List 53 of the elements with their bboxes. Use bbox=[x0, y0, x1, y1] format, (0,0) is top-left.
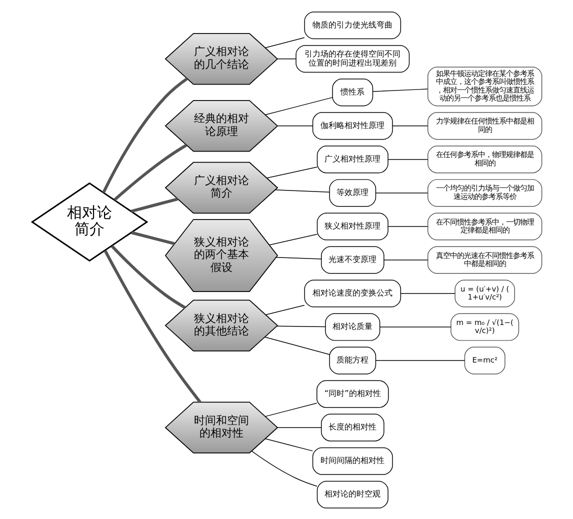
connector bbox=[378, 326, 451, 327]
connector bbox=[264, 96, 332, 115]
connector bbox=[130, 230, 174, 245]
node-box: 质能方程 bbox=[328, 346, 376, 374]
node-box: 真空中的光速在不同惯性参考系中都是相同的 bbox=[426, 246, 542, 274]
connector bbox=[400, 292, 455, 294]
node-box: 广义相对性原理 bbox=[316, 145, 388, 173]
node-diamond: 相对论简介 bbox=[30, 182, 148, 262]
connector bbox=[392, 125, 428, 126]
connector bbox=[264, 402, 317, 416]
connector bbox=[103, 249, 201, 403]
connector bbox=[110, 244, 186, 308]
node-box: 引力场的存在使得空间不同位置的时间进程出现差别 bbox=[295, 44, 410, 72]
connector bbox=[276, 426, 321, 428]
connector bbox=[264, 336, 330, 354]
node-box: 长度的相对性 bbox=[320, 413, 384, 441]
node-box: 在不同惯性参考系中，一切物理定律都是相同的 bbox=[426, 212, 542, 240]
node-box: m = m₀ / √(1−(v/c)²) bbox=[450, 312, 519, 340]
node-box: 狭义相对性原理 bbox=[316, 212, 388, 240]
node-box: E=mc² bbox=[464, 346, 505, 374]
connector bbox=[276, 58, 296, 59]
node-box: 时间间隔的相对性 bbox=[312, 446, 392, 474]
node-box: 一个均匀的引力场与一个做匀加速运动的参考系等价 bbox=[426, 178, 542, 206]
connector bbox=[268, 233, 317, 245]
connector bbox=[266, 166, 318, 178]
node-box: 相对论速度的变换公式 bbox=[304, 279, 401, 307]
connector bbox=[374, 192, 428, 193]
node-box: 物质的引力使光线弯曲 bbox=[304, 11, 401, 39]
connector bbox=[113, 143, 187, 200]
connector bbox=[274, 189, 330, 192]
connector bbox=[102, 76, 188, 193]
connector bbox=[387, 158, 428, 160]
connector bbox=[276, 325, 326, 327]
node-box: 力学规律在任何惯性系中都是相同的 bbox=[426, 112, 542, 140]
connector bbox=[276, 125, 313, 126]
node-box: 在任何参考系中，物理规律都是相同的 bbox=[426, 145, 542, 173]
node-box: u = (u′+v) / (1+u′v/c²) bbox=[454, 279, 514, 307]
connector bbox=[264, 304, 304, 315]
node-box: “同时”的相对性 bbox=[316, 380, 388, 408]
connector bbox=[383, 259, 428, 260]
connector bbox=[264, 438, 312, 451]
node-box: 如果牛顿运动定律在某个参考系中成立，这个参考系叫做惯性系，相对一个惯性系做匀速直线运动的另一个参考系也是惯性系 bbox=[426, 66, 542, 106]
node-box: 相对论质量 bbox=[324, 312, 380, 340]
node-box: 惯性系 bbox=[332, 78, 373, 106]
node-box: 伽利略相对性原理 bbox=[312, 112, 392, 140]
node-box: 相对论的时空观 bbox=[316, 480, 388, 508]
node-box: 等效原理 bbox=[328, 178, 376, 206]
connector bbox=[372, 88, 428, 92]
connector bbox=[130, 197, 178, 212]
node-box: 光速不变原理 bbox=[320, 246, 384, 274]
connector bbox=[264, 36, 304, 48]
connector bbox=[275, 256, 322, 259]
connector bbox=[250, 450, 317, 486]
